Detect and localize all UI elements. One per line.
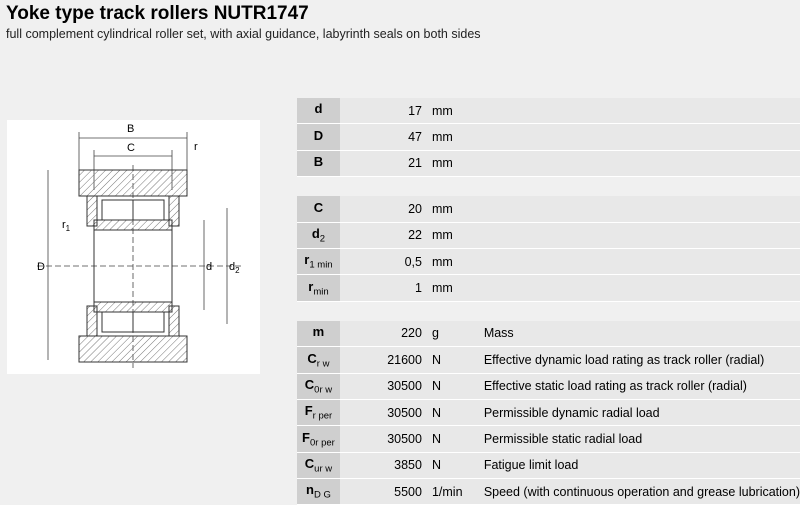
spec-unit: mm [426,274,476,302]
page-subtitle: full complement cylindrical roller set, … [6,27,481,41]
label-d: d [206,261,212,273]
spec-symbol: d2 [297,222,340,249]
spec-unit: mm [426,196,476,223]
spec-symbol: Cr w [297,346,340,374]
label-r: r [194,141,198,153]
spec-value: 21600 [339,346,427,374]
spec-description [475,196,800,223]
spec-value: 0,5 [339,248,427,276]
spec-symbol: rmin [297,274,340,302]
spec-value: 30500 [339,425,427,453]
spec-symbol: r1 min [297,248,340,276]
spec-symbol: D [297,123,340,151]
spec-unit: mm [426,98,476,125]
spec-description: Permissible dynamic radial load [475,399,800,427]
spec-unit: N [426,399,476,427]
group-spacer [297,176,800,197]
spec-value: 30500 [339,373,427,400]
spec-symbol-subscript: 0r w [314,384,333,396]
label-D: D [37,261,45,273]
label-C: C [127,142,135,154]
spec-unit: N [426,373,476,400]
spec-description: Effective static load rating as track ro… [475,373,800,400]
spec-description: Speed (with continuous operation and gre… [475,478,800,505]
spec-symbol-subscript: 2 [319,233,326,245]
label-B: B [127,123,134,135]
spec-symbol: C [297,196,340,223]
spec-value: 1 [339,274,427,302]
spec-symbol-subscript: 1 min [309,259,333,271]
spec-value: 21 [339,150,427,178]
spec-symbol: B [297,150,340,178]
spec-unit: N [426,425,476,453]
spec-symbol-subscript: r per [312,410,333,422]
spec-description [475,248,800,276]
spec-value: 20 [339,196,427,223]
spec-unit: N [426,346,476,374]
spec-description: Fatigue limit load [475,452,800,480]
spec-description: Effective dynamic load rating as track r… [475,346,800,374]
group-spacer [297,301,800,321]
spec-symbol-subscript: ur w [314,463,333,475]
spec-description: Permissible static radial load [475,425,800,453]
spec-unit: g [426,320,476,348]
spec-symbol: d [297,98,340,125]
spec-unit: mm [426,222,476,249]
spec-description: Mass [475,320,800,348]
spec-symbol: C0r w [297,373,340,400]
spec-description [475,123,800,151]
spec-symbol-subscript: r w [316,358,330,370]
spec-symbol-subscript: min [313,286,329,298]
spec-symbol: nD G [297,478,340,505]
spec-value: 22 [339,222,427,249]
spec-description [475,150,800,178]
spec-symbol: m [297,320,340,348]
spec-unit: mm [426,123,476,151]
label-d2: d2 [229,261,240,275]
spec-description [475,222,800,249]
spec-symbol: Cur w [297,452,340,480]
spec-unit: N [426,452,476,480]
spec-unit: mm [426,248,476,276]
spec-symbol: F0r per [297,425,340,453]
spec-value: 220 [339,320,427,348]
spec-symbol-subscript: 0r per [310,437,335,449]
spec-unit: 1/min [426,478,476,505]
spec-symbol-subscript: D G [313,490,331,502]
spec-description [475,98,800,125]
spec-value: 17 [339,98,427,125]
label-r1: r1 [62,219,71,233]
spec-value: 30500 [339,399,427,427]
spec-value: 47 [339,123,427,151]
spec-value: 5500 [339,478,427,505]
spec-unit: mm [426,150,476,178]
page-title: Yoke type track rollers NUTR1747 [6,3,309,24]
technical-drawing: B C r r1 D d d2 [7,120,260,374]
spec-description [475,274,800,302]
spec-symbol: Fr per [297,399,340,427]
bearing-cross-section: B C r r1 D d d2 [37,123,242,368]
spec-value: 3850 [339,452,427,480]
